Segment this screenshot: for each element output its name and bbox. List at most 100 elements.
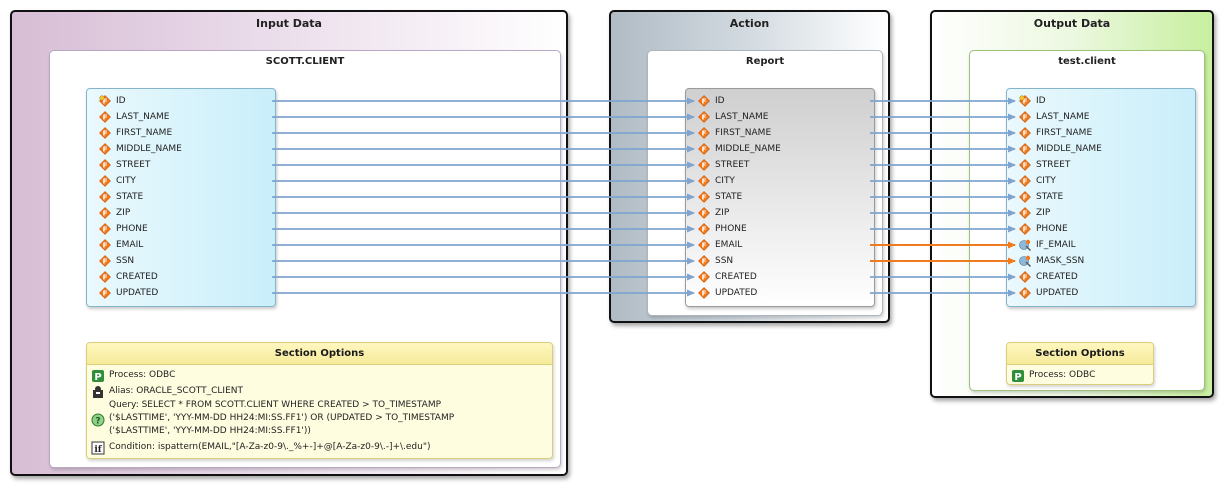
field-function-icon: F bbox=[698, 175, 710, 187]
svg-text:F: F bbox=[1023, 162, 1028, 170]
field-function-icon: F bbox=[698, 287, 710, 299]
field-function-icon: F bbox=[698, 271, 710, 283]
field-function-icon: F bbox=[1019, 223, 1031, 235]
field-function-icon: F bbox=[1019, 127, 1031, 139]
output-process-text: Process: ODBC bbox=[1029, 370, 1096, 380]
transform-field-icon bbox=[1019, 255, 1031, 267]
report-field-label: CITY bbox=[715, 176, 735, 186]
field-function-icon: F bbox=[1019, 175, 1031, 187]
svg-text:F: F bbox=[103, 178, 108, 186]
field-function-icon: F bbox=[99, 255, 111, 267]
target-field[interactable]: F FIRST_NAME bbox=[1019, 126, 1092, 140]
source-field-label: STATE bbox=[116, 192, 144, 202]
target-field[interactable]: F STREET bbox=[1019, 158, 1070, 172]
target-field-label: IF_EMAIL bbox=[1036, 240, 1076, 250]
source-field[interactable]: F MIDDLE_NAME bbox=[99, 142, 182, 156]
field-function-icon: F bbox=[698, 207, 710, 219]
source-field[interactable]: F EMAIL bbox=[99, 238, 143, 252]
field-function-icon: F bbox=[99, 239, 111, 251]
input-section-options[interactable]: Section Options P Process: ODBC Alias: O… bbox=[86, 342, 553, 459]
report-field[interactable]: F CITY bbox=[698, 174, 735, 188]
report-field-label: STREET bbox=[715, 160, 750, 170]
source-field-label: PHONE bbox=[116, 224, 148, 234]
target-field[interactable]: IF_EMAIL bbox=[1019, 238, 1076, 252]
field-function-icon: F bbox=[99, 223, 111, 235]
report-title: Report bbox=[745, 56, 785, 67]
field-function-icon: F bbox=[698, 143, 710, 155]
report-field[interactable]: F UPDATED bbox=[698, 286, 757, 300]
target-field-label: STREET bbox=[1036, 160, 1071, 170]
field-function-icon: F bbox=[1019, 207, 1031, 219]
transform-field-icon bbox=[1019, 239, 1031, 251]
target-field-label: FIRST_NAME bbox=[1036, 128, 1093, 138]
source-table-title: SCOTT.CLIENT bbox=[265, 56, 345, 67]
input-panel-title: Input Data bbox=[256, 17, 322, 30]
svg-text:F: F bbox=[702, 210, 707, 218]
svg-text:F: F bbox=[1023, 178, 1028, 186]
field-function-icon: F bbox=[1019, 191, 1031, 203]
svg-text:F: F bbox=[1023, 274, 1028, 282]
source-field-label: EMAIL bbox=[116, 240, 144, 250]
field-function-icon: F bbox=[99, 127, 111, 139]
target-field[interactable]: F MIDDLE_NAME bbox=[1019, 142, 1102, 156]
source-field-label: CREATED bbox=[116, 272, 158, 282]
field-function-icon: F bbox=[698, 111, 710, 123]
source-field[interactable]: F PHONE bbox=[99, 222, 148, 236]
svg-text:F: F bbox=[103, 146, 108, 154]
svg-text:F: F bbox=[103, 98, 108, 106]
input-query-line-2: ('$LASTTIME', 'YYY-MM-DD HH24:MI:SS.FF1'… bbox=[109, 413, 455, 423]
svg-text:F: F bbox=[702, 290, 707, 298]
input-process-text: Process: ODBC bbox=[109, 370, 176, 380]
target-field-label: MIDDLE_NAME bbox=[1036, 144, 1102, 154]
report-field[interactable]: F MIDDLE_NAME bbox=[698, 142, 781, 156]
report-field-label: MIDDLE_NAME bbox=[715, 144, 781, 154]
input-condition-text: Condition: ispattern(EMAIL,"[A-Za-z0-9\.… bbox=[109, 442, 431, 452]
field-function-icon: F bbox=[1019, 143, 1031, 155]
source-field-label: MIDDLE_NAME bbox=[116, 144, 182, 154]
field-function-icon: F bbox=[99, 287, 111, 299]
field-function-icon: F bbox=[99, 207, 111, 219]
field-function-icon: F bbox=[698, 191, 710, 203]
target-field[interactable]: MASK_SSN bbox=[1019, 254, 1084, 268]
svg-text:F: F bbox=[103, 114, 108, 122]
report-field-label: UPDATED bbox=[715, 288, 758, 298]
output-section-options[interactable]: Section Options P Process: ODBC bbox=[1006, 342, 1154, 385]
field-function-icon: F bbox=[698, 95, 710, 107]
target-table-title: test.client bbox=[1058, 56, 1116, 67]
